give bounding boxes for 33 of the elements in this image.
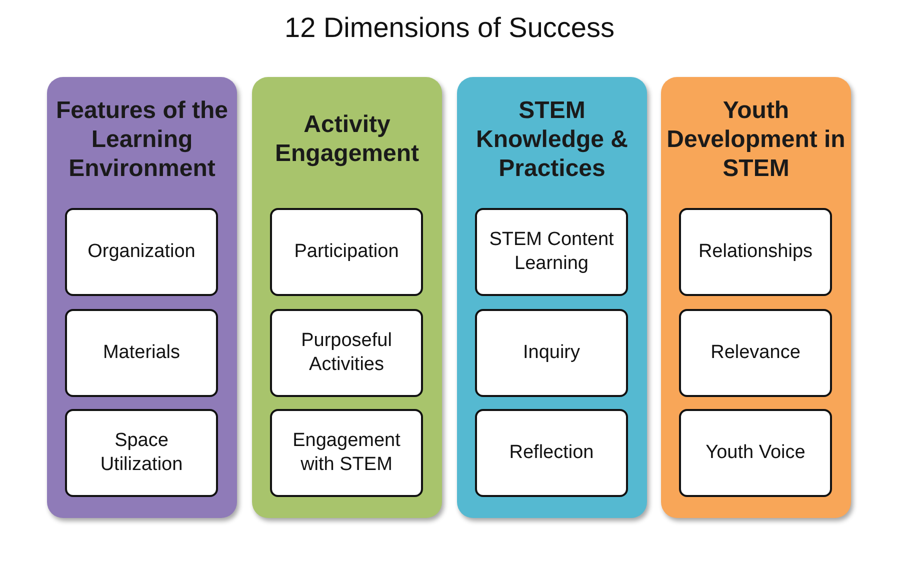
dimension-box <box>270 208 423 296</box>
dimension-box <box>679 409 832 497</box>
dimension-label: Reflection <box>508 441 595 465</box>
dimension-label: Inquiry <box>522 341 582 365</box>
dimension-box <box>65 208 218 296</box>
dimension-label: Relationships <box>697 240 814 264</box>
dimension-label: STEM Content Learning <box>488 228 615 276</box>
dimension-label: Organization <box>86 240 196 264</box>
dimension-box <box>475 309 628 397</box>
dimension-label: Materials <box>102 341 182 365</box>
category-heading: Features of the Learning Environment <box>54 96 230 182</box>
dimension-box <box>65 409 218 497</box>
category-heading: STEM Knowledge & Practices <box>474 96 629 182</box>
category-heading: Youth Development in STEM <box>666 96 846 182</box>
dimension-box <box>270 309 423 397</box>
category-panel <box>47 77 237 518</box>
dimension-box <box>475 208 628 296</box>
dimension-label: Purposeful Activities <box>300 329 393 377</box>
dimension-label: Engagement with STEM <box>292 429 402 477</box>
category-panel <box>252 77 442 518</box>
dimension-box <box>475 409 628 497</box>
dimension-box <box>679 208 832 296</box>
dimension-label: Participation <box>293 240 400 264</box>
dimension-label: Space Utilization <box>99 429 184 477</box>
dimension-box <box>65 309 218 397</box>
diagram-title: 12 Dimensions of Success <box>284 12 616 44</box>
category-panel <box>661 77 851 518</box>
dimension-box <box>679 309 832 397</box>
dimension-label: Relevance <box>710 341 802 365</box>
category-panel <box>457 77 647 518</box>
dimension-label: Youth Voice <box>704 441 806 465</box>
dimension-box <box>270 409 423 497</box>
category-heading: Activity Engagement <box>274 110 420 168</box>
